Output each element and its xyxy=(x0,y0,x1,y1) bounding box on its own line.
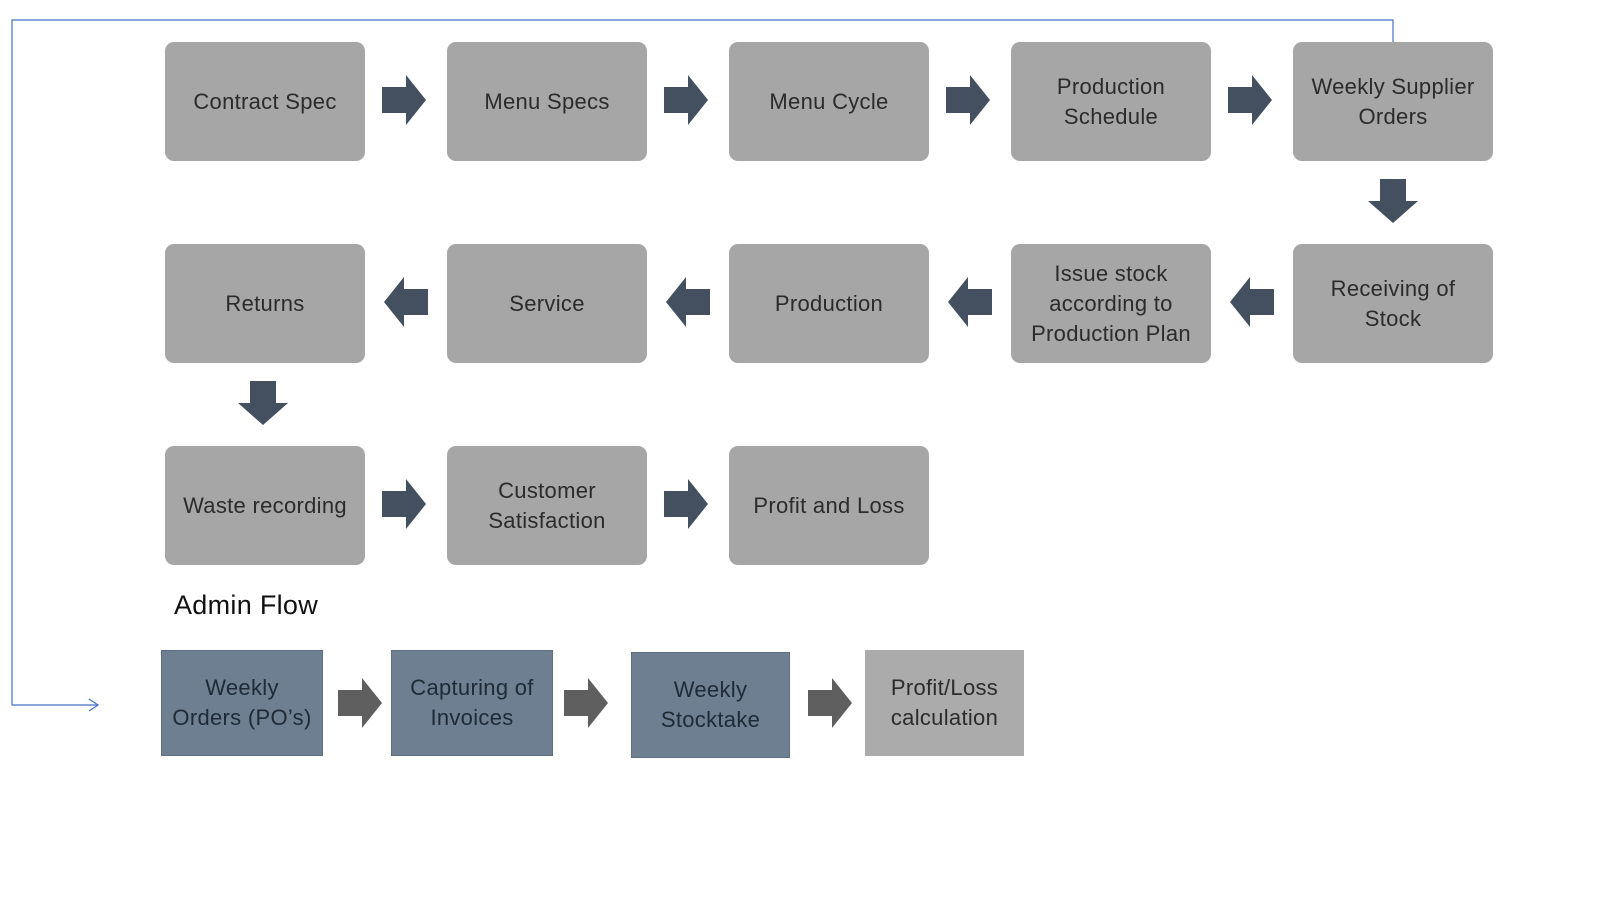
arrow-down-icon xyxy=(1368,179,1418,223)
arrow-right-icon xyxy=(382,75,426,125)
arrow-right-icon xyxy=(564,678,608,728)
step-label: Weekly Stocktake xyxy=(660,677,761,732)
step-label: Profit and Loss xyxy=(753,492,905,518)
step-label: Weekly Supplier Orders xyxy=(1311,73,1475,129)
step-menu-specs: Menu Specs xyxy=(447,42,647,161)
step-profit-and-loss: Profit and Loss xyxy=(729,446,929,565)
arrow-left-icon xyxy=(1230,277,1274,327)
arrow-right-icon xyxy=(338,678,382,728)
arrow-right-icon xyxy=(808,678,852,728)
step-production: Production xyxy=(729,244,929,363)
step-label: Production Schedule xyxy=(1056,73,1166,129)
arrow-right-icon xyxy=(664,75,708,125)
step-menu-cycle: Menu Cycle xyxy=(729,42,929,161)
admin-flow-title: Admin Flow xyxy=(174,590,319,620)
step-production-schedule: Production Schedule xyxy=(1011,42,1211,161)
step-receiving-of-stock: Receiving of Stock xyxy=(1293,244,1493,363)
step-waste-recording: Waste recording xyxy=(165,446,365,565)
arrow-down-icon xyxy=(238,381,288,425)
step-issue-stock: Issue stock according to Production Plan xyxy=(1011,244,1211,363)
step-contract-spec: Contract Spec xyxy=(165,42,365,161)
step-service: Service xyxy=(447,244,647,363)
admin-step-profit-loss-calculation: Profit/Loss calculation xyxy=(865,650,1024,756)
step-label: Contract Spec xyxy=(193,88,337,114)
admin-step-capturing-invoices: Capturing of Invoices xyxy=(391,650,553,756)
admin-step-weekly-orders: Weekly Orders (PO’s) xyxy=(161,650,323,756)
step-label: Production xyxy=(774,290,884,316)
step-customer-satisfaction: Customer Satisfaction xyxy=(447,446,647,565)
step-label: Capturing of Invoices xyxy=(410,675,534,730)
step-label: Customer Satisfaction xyxy=(488,477,606,533)
step-label: Service xyxy=(509,290,585,316)
step-label: Menu Cycle xyxy=(769,88,889,114)
step-label: Weekly Orders (PO’s) xyxy=(172,675,312,730)
arrow-left-icon xyxy=(948,277,992,327)
arrow-left-icon xyxy=(384,277,428,327)
step-label: Profit/Loss calculation xyxy=(890,675,999,730)
arrow-right-icon xyxy=(946,75,990,125)
step-label: Returns xyxy=(225,290,305,316)
arrow-left-icon xyxy=(666,277,710,327)
step-returns: Returns xyxy=(165,244,365,363)
step-label: Receiving of Stock xyxy=(1330,275,1456,331)
step-label: Issue stock according to Production Plan xyxy=(1031,260,1191,346)
arrow-right-icon xyxy=(664,479,708,529)
step-label: Waste recording xyxy=(183,492,347,518)
arrow-right-icon xyxy=(1228,75,1272,125)
arrow-right-icon xyxy=(382,479,426,529)
step-weekly-supplier-orders: Weekly Supplier Orders xyxy=(1293,42,1493,161)
admin-step-weekly-stocktake: Weekly Stocktake xyxy=(631,652,790,758)
step-label: Menu Specs xyxy=(484,88,610,114)
